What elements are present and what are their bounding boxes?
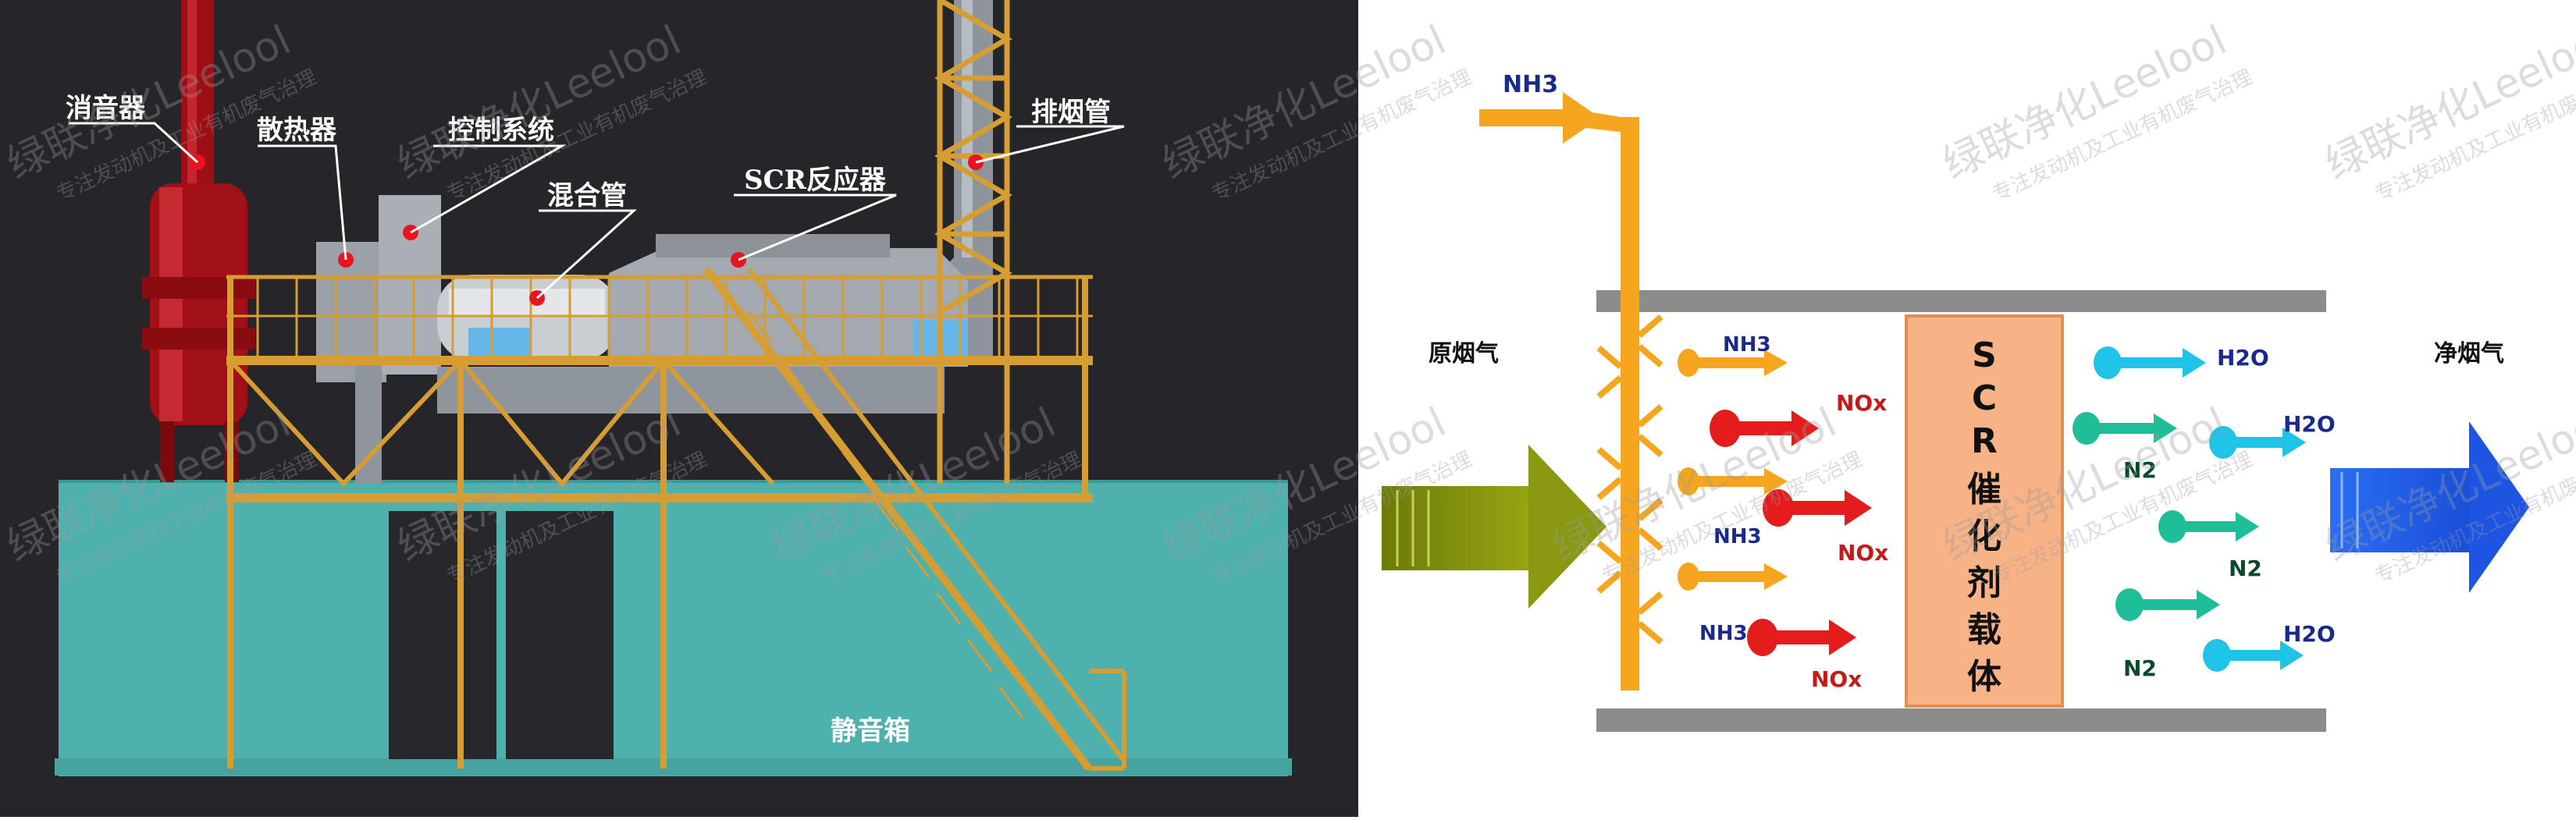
nox-label-2: NOx — [1838, 540, 1888, 566]
radiator-label: 散热器 — [257, 115, 337, 146]
leader-lines — [69, 122, 1125, 300]
catalyst-block: S C R 催 化 剂 载 体 — [1905, 314, 2064, 708]
component-labels: 消音器 散热器 控制系统 混合管 SCR反应器 排烟管 静音箱 — [66, 93, 1111, 747]
nh3-arrows — [1678, 349, 1788, 591]
n2-arrows — [2073, 412, 2259, 621]
svg-text:载: 载 — [1967, 610, 2001, 650]
n2-label-3: N2 — [2123, 655, 2157, 681]
scr-principle-diagram: 原烟气 净烟气 N — [1382, 71, 2529, 732]
n2-label-2: N2 — [2229, 556, 2262, 581]
nox-label-1: NOx — [1836, 390, 1887, 416]
n2-arrow — [2073, 412, 2177, 445]
nh3-arrow — [1678, 563, 1788, 591]
scr-reactor-label: SCR反应器 — [744, 165, 887, 196]
h2o-arrow — [2094, 346, 2206, 379]
h2o-arrow — [2209, 426, 2306, 459]
silent-box — [55, 480, 1292, 776]
svg-text:剂: 剂 — [1967, 563, 2001, 603]
h2o-arrow — [2203, 639, 2304, 672]
n2-arrow — [2158, 510, 2259, 543]
svg-text:体: 体 — [1967, 657, 2001, 697]
inlet-label: 原烟气 — [1429, 340, 1499, 367]
control-system-label: 控制系统 — [448, 115, 554, 146]
equipment-drawing: 消音器 散热器 控制系统 混合管 SCR反应器 排烟管 静音箱 — [55, 0, 1292, 776]
nox-arrow — [1747, 619, 1856, 656]
svg-text:R: R — [1971, 421, 1998, 461]
nox-arrows — [1710, 410, 1872, 656]
nox-arrow — [1763, 489, 1872, 527]
nox-label-3: NOx — [1811, 666, 1862, 692]
clean-flue-gas-arrow — [2330, 421, 2529, 593]
outlet-label: 净烟气 — [2434, 340, 2504, 367]
svg-text:S: S — [1972, 335, 1997, 375]
h2o-label-3: H2O — [2283, 621, 2336, 647]
muffler-unit — [142, 0, 255, 482]
h2o-label-1: H2O — [2217, 345, 2269, 371]
silent-box-label: 静音箱 — [831, 715, 910, 747]
nox-arrow — [1710, 410, 1819, 447]
scaffold-tower — [934, 0, 1012, 484]
raw-flue-gas-arrow — [1382, 445, 1606, 609]
n2-label-1: N2 — [2123, 457, 2157, 483]
nh3-arrow — [1678, 467, 1788, 495]
ammonia-injection-pipe — [1479, 92, 1663, 690]
nh3-label-2: NH3 — [1713, 525, 1762, 548]
svg-text:C: C — [1972, 378, 1997, 418]
duct-bottom-wall — [1596, 708, 2326, 732]
duct-top-wall — [1596, 290, 2326, 312]
nh3-label-1: NH3 — [1723, 333, 1771, 357]
nh3-label-3: NH3 — [1699, 622, 1748, 645]
svg-text:催: 催 — [1967, 470, 2001, 509]
staircase — [703, 266, 1126, 772]
svg-text:化: 化 — [1967, 516, 2001, 556]
h2o-arrows — [2094, 346, 2306, 672]
n2-arrow — [2115, 588, 2220, 621]
nh3-arrow — [1678, 349, 1788, 377]
h2o-label-2: H2O — [2283, 411, 2336, 437]
exhaust-pipe-label: 排烟管 — [1031, 97, 1111, 128]
catalyst-label: S C R 催 化 剂 载 体 — [1967, 335, 2001, 697]
nh3-inlet-label: NH3 — [1503, 71, 1558, 98]
mixing-pipe-label: 混合管 — [547, 180, 627, 211]
equipment-layout-panel: 消音器 散热器 控制系统 混合管 SCR反应器 排烟管 静音箱 — [0, 0, 1358, 817]
scr-principle-panel: 原烟气 净烟气 N — [1358, 0, 2576, 817]
muffler-label: 消音器 — [66, 93, 146, 124]
